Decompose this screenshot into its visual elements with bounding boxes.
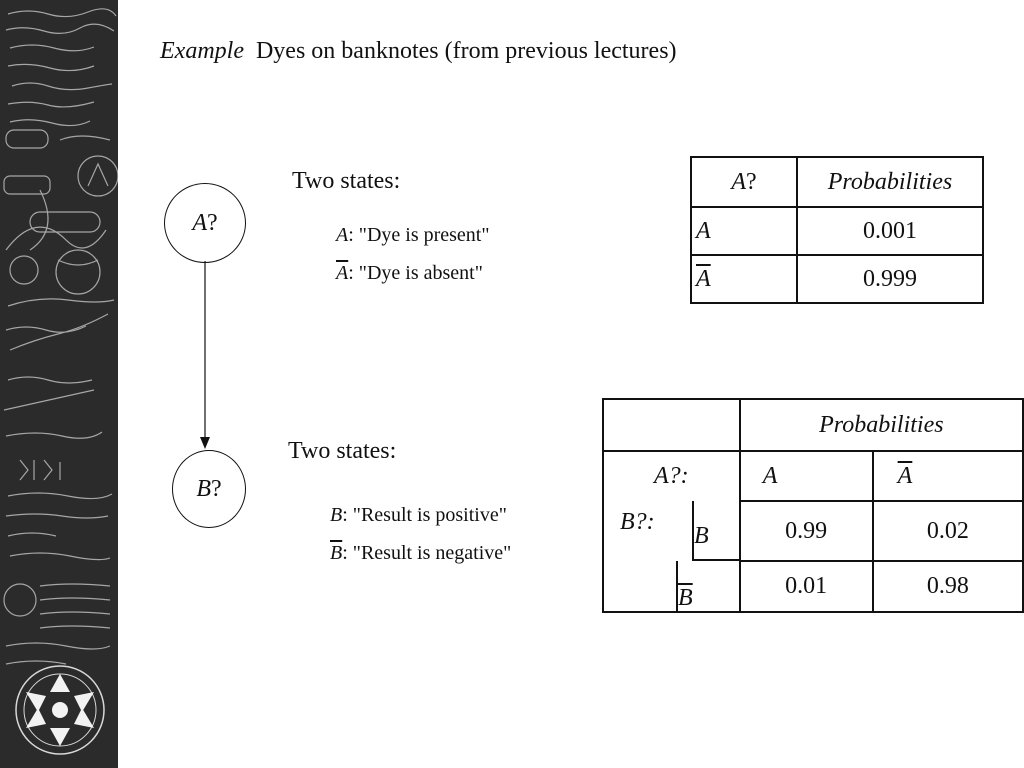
state-not-b-var: B: [330, 542, 343, 564]
chalkboard-sidebar: [0, 0, 118, 768]
table-row: A 0.999: [690, 254, 984, 304]
table-b-state-not-b: B: [676, 561, 739, 611]
university-logo-seal: [15, 665, 105, 755]
node-a-mark: ?: [207, 209, 218, 236]
node-b: B?: [172, 450, 246, 528]
table-row: Probabilities: [602, 398, 1024, 452]
state-a-var: A: [336, 224, 349, 246]
state-not-a-var: A: [336, 262, 349, 284]
table-b-state-not-a: A: [871, 450, 1024, 502]
state-not-a-absent: A: "Dye is absent": [336, 262, 483, 285]
table-b-value-b-not-a: 0.02: [871, 500, 1024, 562]
table-b-corner: [602, 398, 741, 452]
cond-prob-table-b: Probabilities A?: A A B?: B 0.99 0.02 B …: [602, 398, 1024, 613]
states-b-heading: Two states:: [288, 438, 397, 464]
title-italic: Example: [160, 38, 244, 64]
prob-table-a: A? Probabilities A 0.001 A 0.999: [690, 156, 984, 304]
state-not-b-desc: : "Result is negative": [342, 542, 512, 564]
table-b-value-b-a: 0.99: [738, 500, 874, 562]
table-row: A?: A A: [602, 450, 1024, 502]
node-b-mark: ?: [211, 475, 222, 502]
table-a-state-a: A: [690, 206, 798, 256]
slide-title: Example Dyes on banknotes (from previous…: [160, 38, 677, 65]
table-b-value-not-b-a: 0.01: [738, 560, 874, 613]
states-a-heading: Two states:: [292, 168, 401, 194]
table-a-value-not-a: 0.999: [796, 254, 984, 304]
title-text: Dyes on banknotes (from previous lecture…: [255, 38, 677, 64]
state-not-b-negative: B: "Result is negative": [330, 542, 511, 565]
table-b-state-a: A: [738, 450, 874, 502]
state-a-present: A: "Dye is present": [336, 224, 490, 247]
table-b-a-label: A?:: [602, 450, 741, 501]
table-a-header-prob: Probabilities: [796, 156, 984, 208]
node-b-var: B: [196, 475, 211, 502]
table-row: B?: B 0.99 0.02: [602, 500, 1024, 562]
table-b-value-not-b-not-a: 0.98: [871, 560, 1024, 613]
chalkboard-doodles: [3, 8, 118, 665]
table-row: B 0.01 0.98: [602, 560, 1024, 613]
table-b-b-state2-cell: B: [602, 561, 741, 613]
table-row: A 0.001: [690, 206, 984, 256]
table-b-b-label-cell: B?: B: [602, 501, 741, 561]
state-b-desc: : "Result is positive": [342, 504, 507, 526]
table-a-state-not-a: A: [690, 254, 798, 304]
table-row: A? Probabilities: [690, 156, 984, 208]
table-a-header-var: A?: [690, 156, 798, 208]
table-b-b-label: B?:: [620, 509, 655, 535]
state-a-desc: : "Dye is present": [348, 224, 490, 246]
state-not-a-desc: : "Dye is absent": [348, 262, 483, 284]
node-a-var: A: [192, 209, 207, 236]
state-b-var: B: [330, 504, 343, 526]
state-b-positive: B: "Result is positive": [330, 504, 507, 527]
table-a-value-a: 0.001: [796, 206, 984, 256]
table-b-state-b: B: [692, 501, 739, 561]
table-b-header-prob: Probabilities: [738, 398, 1024, 452]
